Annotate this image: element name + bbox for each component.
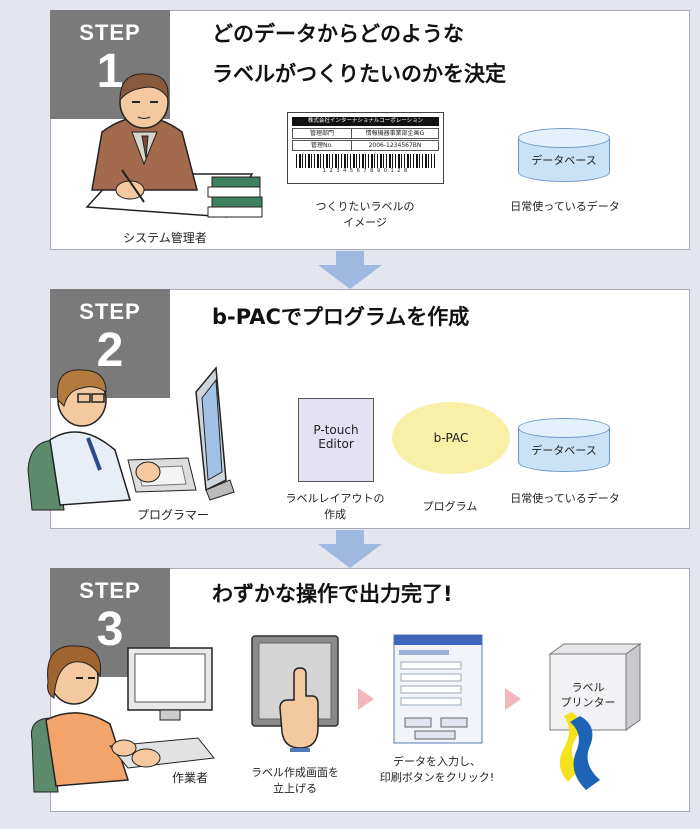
programmer-illustration bbox=[27, 366, 235, 511]
side-arrow-1 bbox=[358, 688, 374, 710]
bpac-caption: プログラム bbox=[422, 500, 478, 513]
label-row2-key: 管理No. bbox=[293, 141, 352, 150]
screen-caption-line1: ラベル作成画面を bbox=[251, 766, 339, 779]
label-image-caption-line2: イメージ bbox=[343, 216, 387, 229]
step1-word: STEP bbox=[79, 20, 141, 45]
bpac-ellipse: b-PAC bbox=[392, 402, 510, 474]
label-row-2: 管理No. 2006-1234567BN bbox=[292, 140, 439, 151]
form-caption-line1: データを入力し、 bbox=[393, 755, 481, 768]
editor-label-line1: P-touch bbox=[313, 423, 359, 437]
label-row1-value: 情報機器事業部企画G bbox=[365, 130, 425, 137]
step2-badge: STEP 2 bbox=[50, 289, 170, 398]
bpac-label: b-PAC bbox=[433, 431, 469, 445]
database-label-1: データベース bbox=[531, 154, 597, 167]
side-arrow-2 bbox=[505, 688, 521, 710]
step1-title-line1: どのデータからどのような bbox=[212, 22, 464, 46]
barcode-digits: 1 2 3 4 5 6 7 8 9 0 1 2 8 bbox=[322, 168, 409, 174]
step3-number: 3 bbox=[96, 603, 124, 656]
down-arrow-2 bbox=[318, 530, 382, 568]
editor-label-line2: Editor bbox=[318, 437, 354, 451]
label-image-caption-line1: つくりたいラベルの bbox=[315, 200, 415, 213]
database-caption-1: 日常使っているデータ bbox=[510, 200, 620, 213]
database-cylinder-1: データベース bbox=[518, 128, 610, 184]
label-row2-value: 2006-1234567BN bbox=[368, 142, 422, 149]
step3-title: わずかな操作で出力完了! bbox=[212, 582, 453, 606]
system-admin-illustration bbox=[85, 73, 263, 218]
step1-badge: STEP 1 bbox=[50, 10, 170, 119]
input-form-screenshot bbox=[393, 634, 483, 744]
down-arrow-1 bbox=[318, 251, 382, 289]
barcode bbox=[296, 154, 435, 168]
system-admin-caption: システム管理者 bbox=[123, 231, 207, 245]
programmer-caption: プログラマー bbox=[136, 508, 209, 522]
printer-label-line1: ラベル bbox=[571, 681, 605, 694]
label-screen-illustration bbox=[251, 635, 339, 752]
step3-word: STEP bbox=[79, 578, 141, 603]
step1-number: 1 bbox=[96, 45, 124, 98]
step1-title-line2: ラベルがつくりたいのかを決定 bbox=[212, 62, 506, 86]
step2-word: STEP bbox=[79, 299, 141, 324]
printer-label-line2: プリンター bbox=[560, 696, 616, 709]
form-caption-line2: 印刷ボタンをクリック! bbox=[379, 771, 495, 784]
label-row1-key: 管理部門 bbox=[293, 129, 352, 138]
step2-title: b-PACでプログラムを作成 bbox=[212, 305, 470, 329]
database-top bbox=[518, 418, 610, 438]
editor-caption-line2: 作成 bbox=[324, 508, 346, 521]
database-top bbox=[518, 128, 610, 148]
label-row-1: 管理部門 情報機器事業部企画G bbox=[292, 128, 439, 139]
step2-number: 2 bbox=[96, 324, 124, 377]
database-label-2: データベース bbox=[531, 444, 597, 457]
screen-caption-line2: 立上げる bbox=[273, 782, 317, 795]
operator-caption: 作業者 bbox=[171, 771, 208, 785]
label-sample-image: 株式会社インターナショナルコーポレーション 管理部門 情報機器事業部企画G 管理… bbox=[287, 112, 444, 184]
database-cylinder-2: データベース bbox=[518, 418, 610, 474]
operator-illustration bbox=[30, 645, 215, 793]
ptouch-editor-box: P-touch Editor bbox=[298, 398, 374, 482]
editor-caption-line1: ラベルレイアウトの bbox=[285, 492, 385, 505]
label-company-name: 株式会社インターナショナルコーポレーション bbox=[292, 117, 439, 126]
label-printer-illustration bbox=[548, 643, 642, 790]
database-caption-2: 日常使っているデータ bbox=[510, 492, 620, 505]
